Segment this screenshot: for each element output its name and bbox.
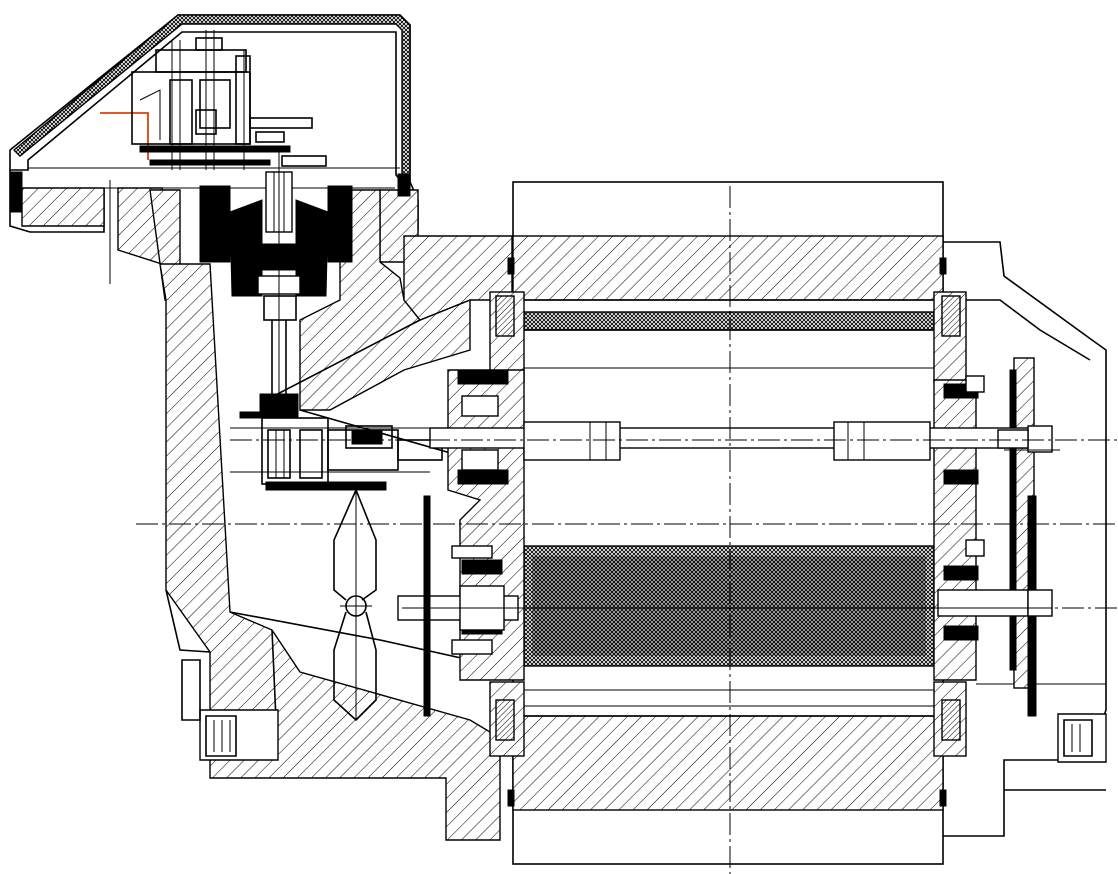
right-end-plate	[933, 257, 985, 807]
lever-link	[333, 489, 377, 722]
center-lines	[136, 150, 1118, 874]
cover-mechanism	[131, 30, 327, 170]
knurled-drum	[523, 545, 935, 667]
upper-shaft	[429, 421, 1060, 461]
main-housing	[149, 189, 513, 841]
roller-shell	[512, 181, 944, 865]
side-plate	[423, 495, 431, 717]
bevel-gear-assembly	[199, 160, 353, 419]
red-reference-mark	[100, 112, 149, 160]
